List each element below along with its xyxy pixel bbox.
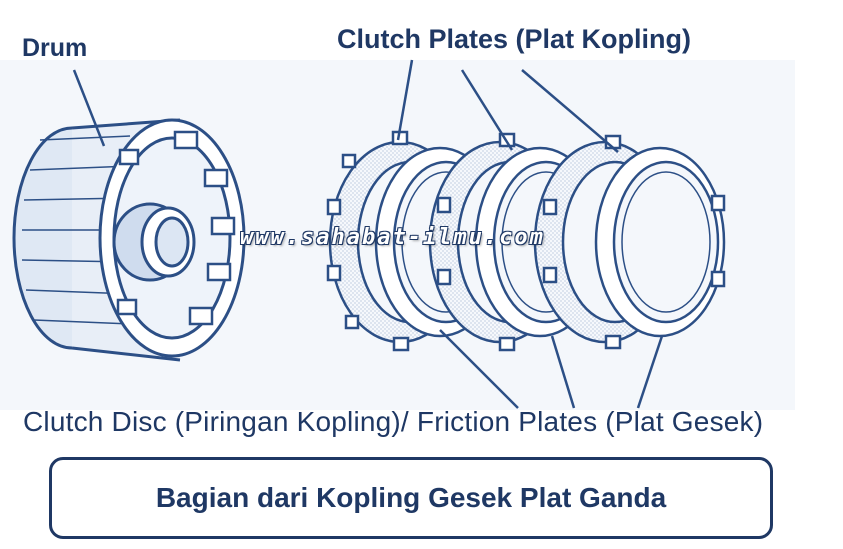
label-clutch-disc: Clutch Disc (Piringan Kopling)/ Friction…: [23, 406, 764, 437]
leader-drum: [72, 69, 106, 147]
leader-plate-2: [460, 69, 514, 151]
plate-stack-drawing: [326, 130, 726, 352]
drum-drawing: [12, 118, 246, 362]
caption-box: Bagian dari Kopling Gesek Plat Ganda: [49, 457, 773, 539]
leader-disc-3: [636, 335, 664, 409]
label-clutch-plates: Clutch Plates (Plat Kopling): [337, 24, 692, 54]
watermark-text: www.sahabat-ilmu.com: [240, 225, 545, 250]
leader-disc-1: [439, 329, 519, 409]
caption-text: Bagian dari Kopling Gesek Plat Ganda: [155, 482, 667, 513]
leader-plate-3: [521, 69, 619, 153]
leader-plate-1: [396, 59, 414, 141]
leader-disc-2: [550, 335, 576, 409]
leader-lines: [72, 59, 664, 409]
label-drum: Drum: [22, 34, 88, 62]
